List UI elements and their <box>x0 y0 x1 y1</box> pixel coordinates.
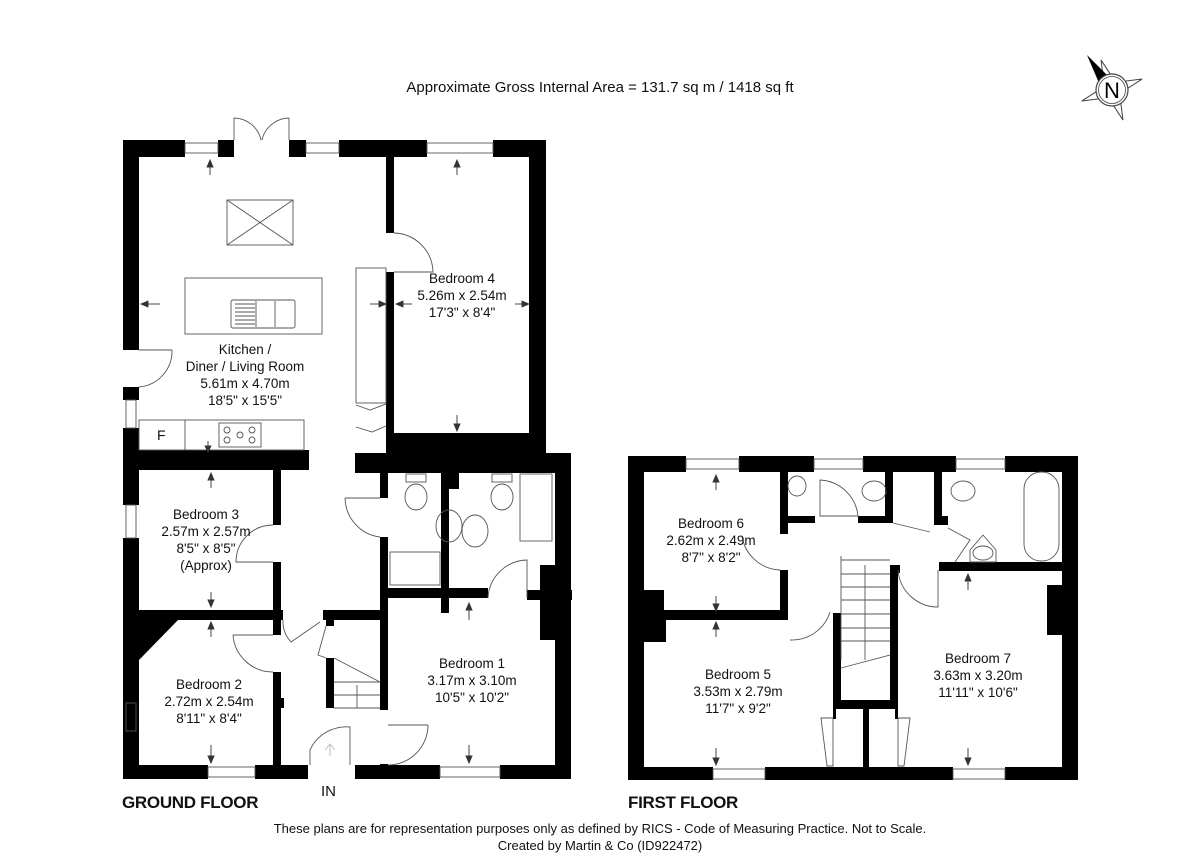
room-kitchen-diner-living: Kitchen / Diner / Living Room 5.61m x 4.… <box>186 341 305 409</box>
room-name: Bedroom 3 <box>172 507 240 522</box>
ground-floor-label: GROUND FLOOR <box>122 793 259 812</box>
room-bedroom-4: Bedroom 4 5.26m x 2.54m 17'3" x 8'4" <box>417 270 506 321</box>
room-imperial-size: 17'3" x 8'4" <box>428 305 496 320</box>
room-metric-size: 2.57m x 2.57m <box>161 524 251 539</box>
room-imperial-size: 8'7" x 8'2" <box>681 550 741 565</box>
room-metric-size: 5.26m x 2.54m <box>417 288 507 303</box>
room-bedroom-6: Bedroom 6 2.62m x 2.49m 8'7" x 8'2" <box>666 515 755 566</box>
room-imperial-size: 8'11" x 8'4" <box>176 711 242 726</box>
room-bedroom-5: Bedroom 5 3.53m x 2.79m 11'7" x 9'2" <box>693 666 782 717</box>
room-name: Bedroom 4 <box>428 271 496 286</box>
fridge-label: F <box>157 427 166 443</box>
room-metric-size: 3.17m x 3.10m <box>427 673 517 688</box>
north-compass-icon: N <box>1072 50 1152 130</box>
compass-n-label: N <box>1104 78 1120 103</box>
gross-area-title: Approximate Gross Internal Area = 131.7 … <box>406 79 794 96</box>
room-bedroom-2: Bedroom 2 2.72m x 2.54m 8'11" x 8'4" <box>164 676 253 727</box>
room-bedroom-7: Bedroom 7 3.63m x 3.20m 11'11" x 10'6" <box>933 650 1022 701</box>
room-metric-size: 3.53m x 2.79m <box>693 684 783 699</box>
room-bedroom-3: Bedroom 3 2.57m x 2.57m 8'5" x 8'5" (App… <box>161 506 250 574</box>
room-imperial-size: 10'5" x 10'2" <box>434 690 510 705</box>
room-name-line2: Diner / Living Room <box>185 359 305 374</box>
room-imperial-size: 11'11" x 10'6" <box>938 685 1018 700</box>
room-name: Bedroom 2 <box>175 677 243 692</box>
room-imperial-size: 11'7" x 9'2" <box>705 701 771 716</box>
room-metric-size: 2.62m x 2.49m <box>666 533 756 548</box>
room-metric-size: 5.61m x 4.70m <box>200 376 290 391</box>
room-name: Kitchen / <box>218 342 272 357</box>
credit-text: Created by Martin & Co (ID922472) <box>497 838 703 853</box>
room-imperial-size: 8'5" x 8'5" <box>176 541 236 556</box>
first-floor-label: FIRST FLOOR <box>628 793 739 812</box>
room-note: (Approx) <box>180 558 232 573</box>
room-metric-size: 2.72m x 2.54m <box>164 694 254 709</box>
room-bedroom-1: Bedroom 1 3.17m x 3.10m 10'5" x 10'2" <box>427 655 516 706</box>
disclaimer-text: These plans are for representation purpo… <box>273 821 927 836</box>
room-name: Bedroom 7 <box>944 651 1012 666</box>
room-metric-size: 3.63m x 3.20m <box>933 668 1023 683</box>
room-name: Bedroom 1 <box>438 656 506 671</box>
room-name: Bedroom 5 <box>704 667 772 682</box>
entrance-label: IN <box>321 783 336 800</box>
room-name: Bedroom 6 <box>677 516 745 531</box>
room-imperial-size: 18'5" x 15'5" <box>207 393 283 408</box>
